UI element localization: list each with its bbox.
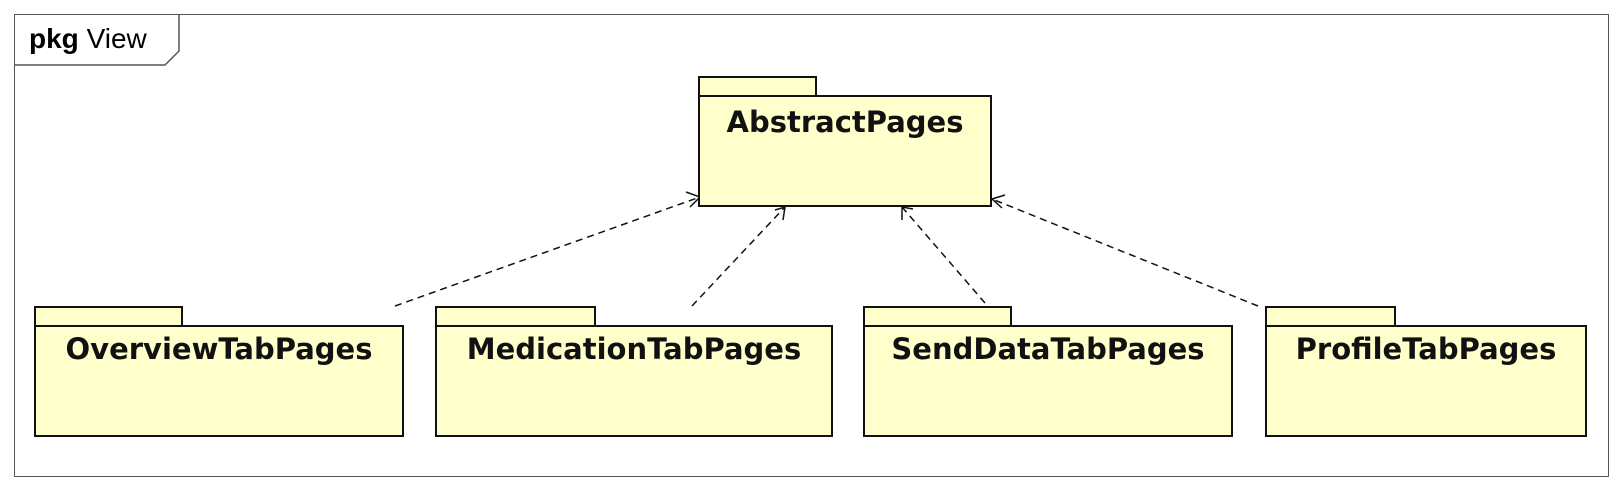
package-body	[1265, 325, 1587, 437]
package-overview-tab-pages[interactable]: OverviewTabPages	[34, 306, 404, 437]
dependency-profile	[991, 198, 1259, 307]
frame-name: View	[86, 23, 147, 54]
dependency-medication	[691, 206, 786, 307]
dependency-overview	[394, 196, 701, 307]
package-senddata-tab-pages[interactable]: SendDataTabPages	[863, 306, 1233, 437]
frame-keyword: pkg	[29, 23, 79, 54]
arrowhead-medication	[774, 205, 786, 221]
package-name: MedicationTabPages	[466, 332, 802, 366]
package-name: OverviewTabPages	[65, 332, 373, 366]
dependency-senddata	[901, 206, 986, 304]
package-body	[863, 325, 1233, 437]
frame-label-outline	[15, 15, 180, 66]
package-frame: pkg View	[14, 14, 1609, 477]
package-body	[698, 95, 992, 207]
package-name: SendDataTabPages	[891, 332, 1205, 366]
package-tab	[435, 306, 596, 326]
package-tab	[34, 306, 183, 326]
frame-title: pkg View	[15, 15, 185, 65]
package-name: ProfileTabPages	[1295, 332, 1557, 366]
package-abstract-pages[interactable]: AbstractPages	[698, 76, 992, 207]
package-body	[34, 325, 404, 437]
arrowhead-profile	[990, 194, 1006, 209]
package-body	[435, 325, 833, 437]
package-medication-tab-pages[interactable]: MedicationTabPages	[435, 306, 833, 437]
package-name: AbstractPages	[726, 105, 964, 139]
package-tab	[698, 76, 817, 96]
package-profile-tab-pages[interactable]: ProfileTabPages	[1265, 306, 1587, 437]
arrowhead-senddata	[901, 206, 914, 220]
package-tab	[1265, 306, 1396, 326]
package-tab	[863, 306, 1012, 326]
